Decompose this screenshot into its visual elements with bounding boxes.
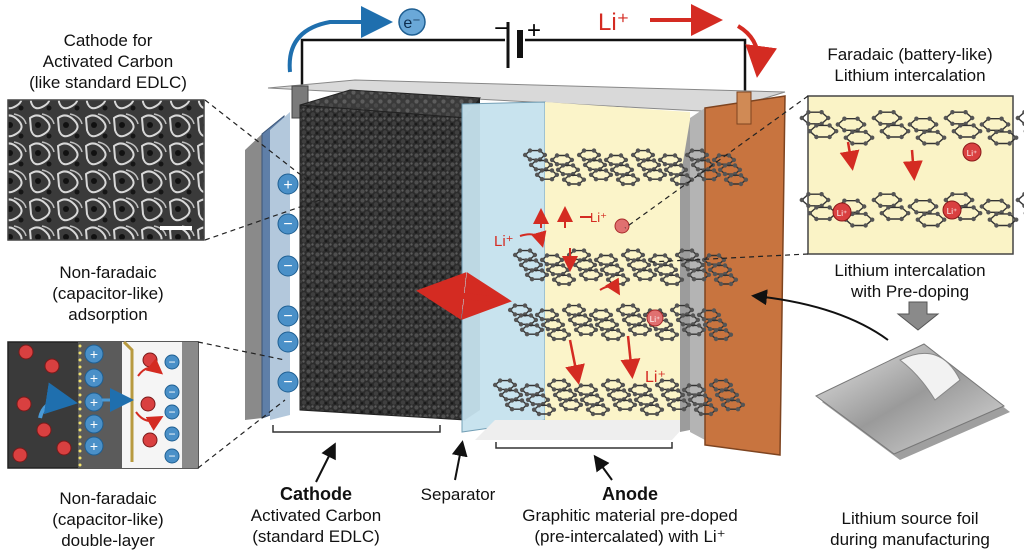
anode-tab — [736, 91, 752, 125]
positive-charge — [84, 414, 104, 434]
external-circuit: − + — [300, 15, 747, 92]
svg-text:−: − — [283, 258, 292, 275]
svg-text:Li⁺: Li⁺ — [494, 233, 514, 250]
positive-charge-sign: + — [90, 438, 98, 454]
svg-text:Li⁺: Li⁺ — [947, 207, 957, 216]
separator-label: Separator — [420, 485, 496, 504]
svg-text:Li⁺: Li⁺ — [650, 315, 660, 324]
battery-plus-sign: + — [527, 17, 541, 44]
negative-ion-sign: − — [168, 355, 175, 369]
non-faradaic-double-layer-label: Non-faradaic (capacitor-like) double-lay… — [52, 489, 164, 550]
faradaic-label: Faradaic (battery-like) Lithium intercal… — [827, 45, 993, 85]
scale-bar — [160, 226, 192, 230]
negative-ion-particle — [164, 404, 180, 420]
electron-label: e⁻ — [403, 15, 420, 32]
positive-charge — [84, 344, 104, 364]
positive-charge — [84, 392, 104, 412]
sem-image-inset — [7, 99, 205, 241]
cathode-ac-label: Cathode for Activated Carbon (like stand… — [29, 31, 187, 92]
electron-flow-arrow: e⁻ — [287, 6, 426, 73]
positive-charge — [84, 368, 104, 388]
lithium-ion-particle — [142, 352, 158, 368]
anion-particle — [36, 422, 52, 438]
anion-particle — [18, 344, 34, 360]
lithium-flow-arrow: Li⁺ — [598, 4, 778, 78]
negative-ion-particle — [164, 426, 180, 442]
negative-ion-particle — [164, 448, 180, 464]
svg-text:−: − — [283, 308, 292, 325]
anode-lithium-ions: Li⁺ Li⁺ Li⁺ Li⁺ — [494, 206, 666, 386]
positive-charge-sign: + — [90, 370, 98, 386]
positive-charge-sign: + — [90, 416, 98, 432]
svg-text:−: − — [283, 334, 292, 351]
svg-text:+: + — [283, 177, 292, 194]
negative-ion-sign: − — [168, 449, 175, 463]
anode-current-collector — [704, 95, 786, 456]
positive-charge-sign: + — [90, 346, 98, 362]
svg-text:Li⁺: Li⁺ — [837, 209, 847, 218]
double-layer-inset: + + + + + − − − − − — [7, 340, 199, 469]
graphite-layers — [492, 148, 749, 417]
svg-text:Li⁺: Li⁺ — [967, 149, 977, 158]
lithium-source-foil — [815, 343, 1010, 460]
activated-carbon-block — [299, 104, 466, 421]
negative-ion-particle — [164, 354, 180, 370]
lithium-source-foil-label: Lithium source foil during manufacturing — [830, 509, 990, 549]
separator-membrane — [461, 101, 546, 433]
anion-particle — [12, 447, 28, 463]
anion-particle — [16, 396, 32, 412]
negative-ion-sign: − — [168, 405, 175, 419]
anion-particle — [56, 440, 72, 456]
cathode-label: Cathode Activated Carbon (standard EDLC) — [250, 484, 382, 546]
electron-badge — [398, 8, 426, 36]
graphene-sheet-4 — [492, 378, 746, 417]
positive-charge — [84, 436, 104, 456]
lithium-ion-particle — [142, 432, 158, 448]
lithium-ion-label: Li⁺ — [598, 9, 629, 36]
positive-charge-sign: + — [90, 394, 98, 410]
non-faradaic-adsorption-label: Non-faradaic (capacitor-like) adsorption — [52, 263, 164, 324]
ion-exchange-arrow — [416, 272, 512, 320]
anion-particle — [44, 358, 60, 374]
graphene-sheet-1 — [522, 148, 749, 187]
bottom-pointer-arrows — [272, 425, 673, 483]
down-block-arrow — [896, 301, 940, 331]
svg-text:Li⁺: Li⁺ — [645, 369, 666, 386]
cathode-outer-plate — [245, 134, 262, 420]
svg-text:−: − — [283, 216, 292, 233]
negative-ion-sign: − — [168, 427, 175, 441]
svg-text:Li⁺: Li⁺ — [590, 210, 607, 225]
anode-label: Anode Graphitic material pre-doped (pre-… — [522, 484, 738, 546]
negative-ion-sign: − — [168, 385, 175, 399]
svg-text:−: − — [283, 374, 292, 391]
lithium-intercalation-label: Lithium intercalation with Pre-doping — [834, 261, 986, 301]
lithium-ion-particle — [140, 396, 156, 412]
cathode-surface-ions: + − − − − − — [277, 173, 299, 393]
battery-minus-sign: − — [494, 15, 508, 42]
negative-ion-particle — [164, 384, 180, 400]
intercalation-inset: Li⁺ Li⁺ Li⁺ — [799, 95, 1024, 255]
foil-pointer-arrow — [751, 289, 889, 341]
